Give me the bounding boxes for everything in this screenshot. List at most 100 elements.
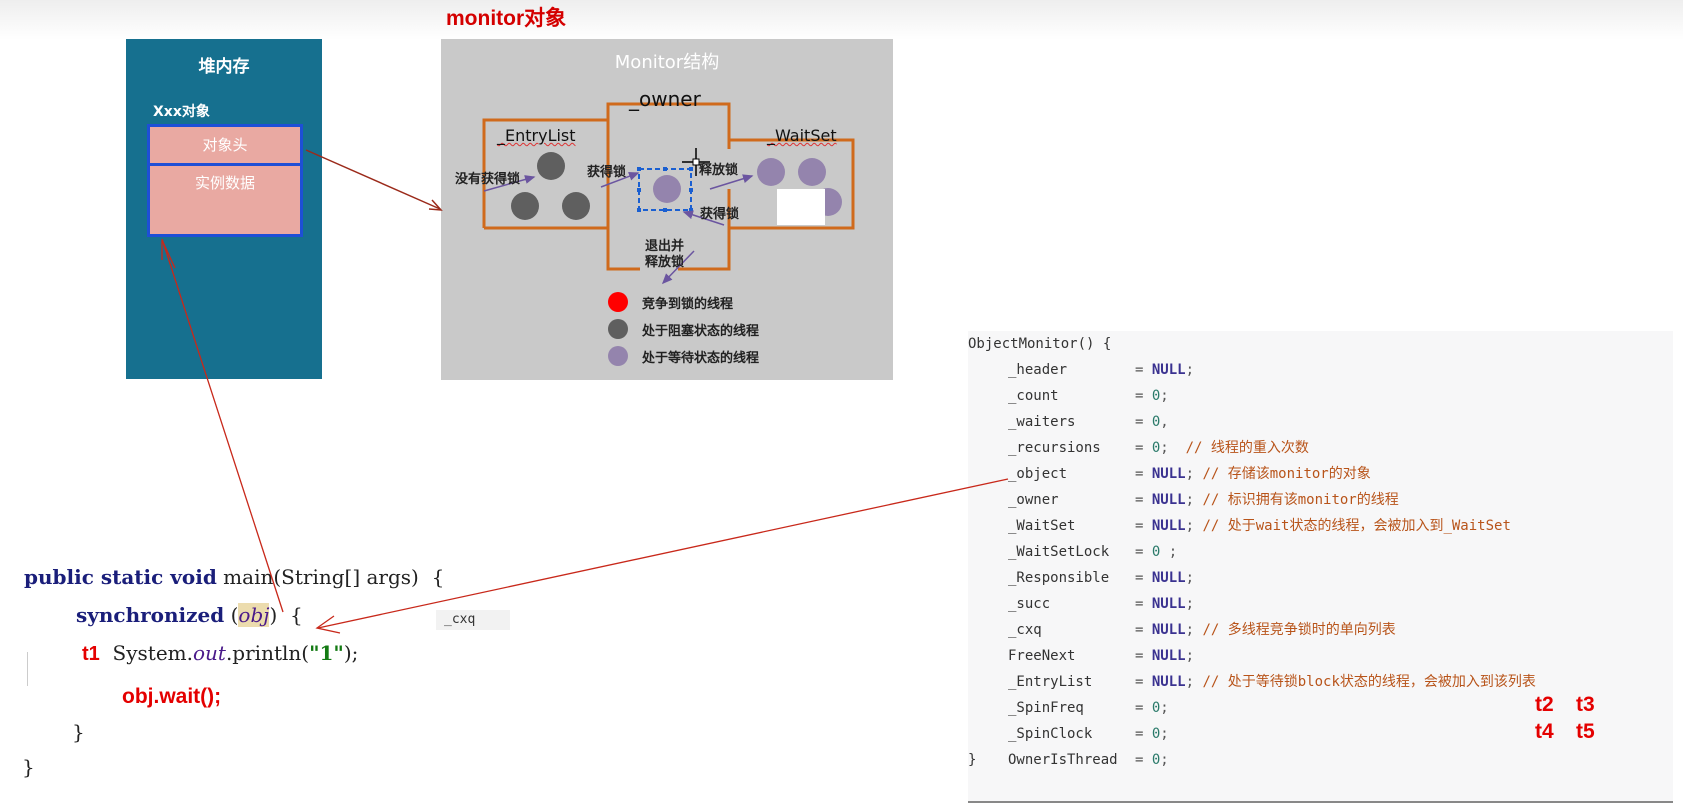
separator: ; [1185,648,1195,664]
code-line-close-outer: } [22,755,35,779]
equals-sign: = [1135,700,1152,716]
arrow-exit [661,250,695,285]
code-header: ObjectMonitor() { [968,336,1112,352]
separator: ; [1160,700,1169,716]
field-row: _cxq= NULL; // 多线程竞争锁时的单向列表 [1008,617,1396,643]
equals-sign: = [1135,518,1152,534]
field-value: NULL [1151,674,1186,690]
instance-data: 实例数据 [194,174,255,192]
field-value: NULL [1151,466,1186,482]
owner-thread [653,175,681,203]
equals-sign: = [1135,466,1152,482]
separator: ; [1185,674,1195,690]
field-name: _owner [1008,492,1059,508]
blocked-thread [511,192,539,220]
separator: ; [1160,726,1169,742]
label-not-acquired: 没有获得锁 [455,172,521,187]
objectmonitor-code: ObjectMonitor() { _header= NULL;_count= … [968,331,1673,803]
heap-memory-box: 堆内存 Xxx对象 对象头 实例数据 [126,39,322,379]
field-name: _WaitSetLock [1008,544,1110,560]
arrow-header-to-monitor [305,149,441,210]
field-value: NULL [1151,648,1186,664]
code-line-wait: obj.wait(); [122,685,222,708]
legend-item: 处于阻塞状态的线程 [608,318,759,340]
field-name: OwnerIsThread [1008,752,1118,768]
thread-label-t3: t3 [1576,693,1595,716]
monitor-structure: Monitor结构 [441,39,893,380]
code-footer: } [968,752,977,768]
field-row: _waiters= 0, [1008,409,1169,435]
label-acquire-entry: 获得锁 [587,165,627,180]
field-name: FreeNext [1008,648,1076,664]
label-release: 释放锁 [699,163,739,178]
thread-label-t1: t1 [82,643,100,665]
legend-item: 竞争到锁的线程 [608,291,733,313]
waiting-thread [757,158,785,186]
field-value: NULL [1151,622,1186,638]
heap-title: 堆内存 [198,57,250,77]
field-row: _WaitSet= NULL; // 处于wait状态的线程，会被加入到_Wai… [1008,513,1511,539]
separator: ; [1185,362,1195,378]
separator: ; [1160,752,1169,768]
field-value: NULL [1151,362,1186,378]
label-exit-2: 释放锁 [645,255,685,270]
label-exit-1: 退出并 [645,239,685,254]
white-patch [777,189,825,225]
field-row: _EntryList= NULL; // 处于等待锁block状态的线程，会被加… [1008,669,1536,695]
field-comment: // 标识拥有该monitor的线程 [1194,492,1399,508]
separator: ; [1185,518,1195,534]
blocked-thread [562,192,590,220]
equals-sign: = [1135,544,1152,560]
separator: ; [1185,570,1195,586]
separator: ; [1185,622,1195,638]
code-line-synchronized: synchronized (obj) { [76,603,303,627]
separator: ; [1185,596,1195,612]
field-name: _recursions [1008,440,1101,456]
field-value: 0 [1151,544,1161,560]
top-bar [0,0,1683,40]
equals-sign: = [1135,362,1152,378]
thread-label-t2: t2 [1535,693,1554,716]
code-line-close-inner: } [72,720,85,744]
field-row: _count= 0; [1008,383,1169,409]
field-comment: // 处于等待锁block状态的线程，会被加入到该列表 [1194,674,1536,690]
field-value: 0 [1151,726,1161,742]
red-dot-icon [608,292,628,312]
separator: ; [1160,544,1178,560]
cxq-tooltip: _cxq [436,610,510,630]
arrow-object-to-obj [317,478,1009,629]
legend-item: 处于等待状态的线程 [608,345,759,367]
monitor-title: Monitor结构 [614,52,720,73]
equals-sign: = [1135,388,1152,404]
separator: ; [1160,440,1169,456]
field-name: _object [1008,466,1068,482]
waiting-thread [798,158,826,186]
field-value: 0 [1151,414,1161,430]
field-value: 0 [1151,752,1161,768]
field-row: _recursions= 0; // 线程的重入次数 [1008,435,1309,461]
field-comment: // 处于wait状态的线程，会被加入到_WaitSet [1194,518,1511,534]
waitset-label: _WaitSet [767,126,837,145]
field-comment: // 线程的重入次数 [1168,440,1309,456]
gray-dot-icon [608,319,628,339]
field-value: 0 [1151,388,1161,404]
equals-sign: = [1135,570,1152,586]
field-row: _SpinClock= 0; [1008,721,1169,747]
separator: ; [1160,388,1169,404]
separator: , [1160,414,1169,430]
separator: ; [1185,466,1195,482]
field-row: OwnerIsThread = 0; [1008,747,1169,773]
separator: ; [1185,492,1195,508]
object-header: 对象头 [150,127,300,166]
field-row: _succ= NULL; [1008,591,1194,617]
field-name: _header [1008,362,1068,378]
slide-title: monitor对象 [446,7,567,30]
indent-guide [27,652,28,686]
field-name: _SpinFreq [1008,700,1084,716]
field-comment: // 存储该monitor的对象 [1194,466,1371,482]
object-block: 对象头 实例数据 [147,124,303,237]
purple-dot-icon [608,346,628,366]
equals-sign: = [1135,752,1152,768]
thread-label-t4: t4 [1535,720,1554,743]
field-name: _SpinClock [1008,726,1093,742]
